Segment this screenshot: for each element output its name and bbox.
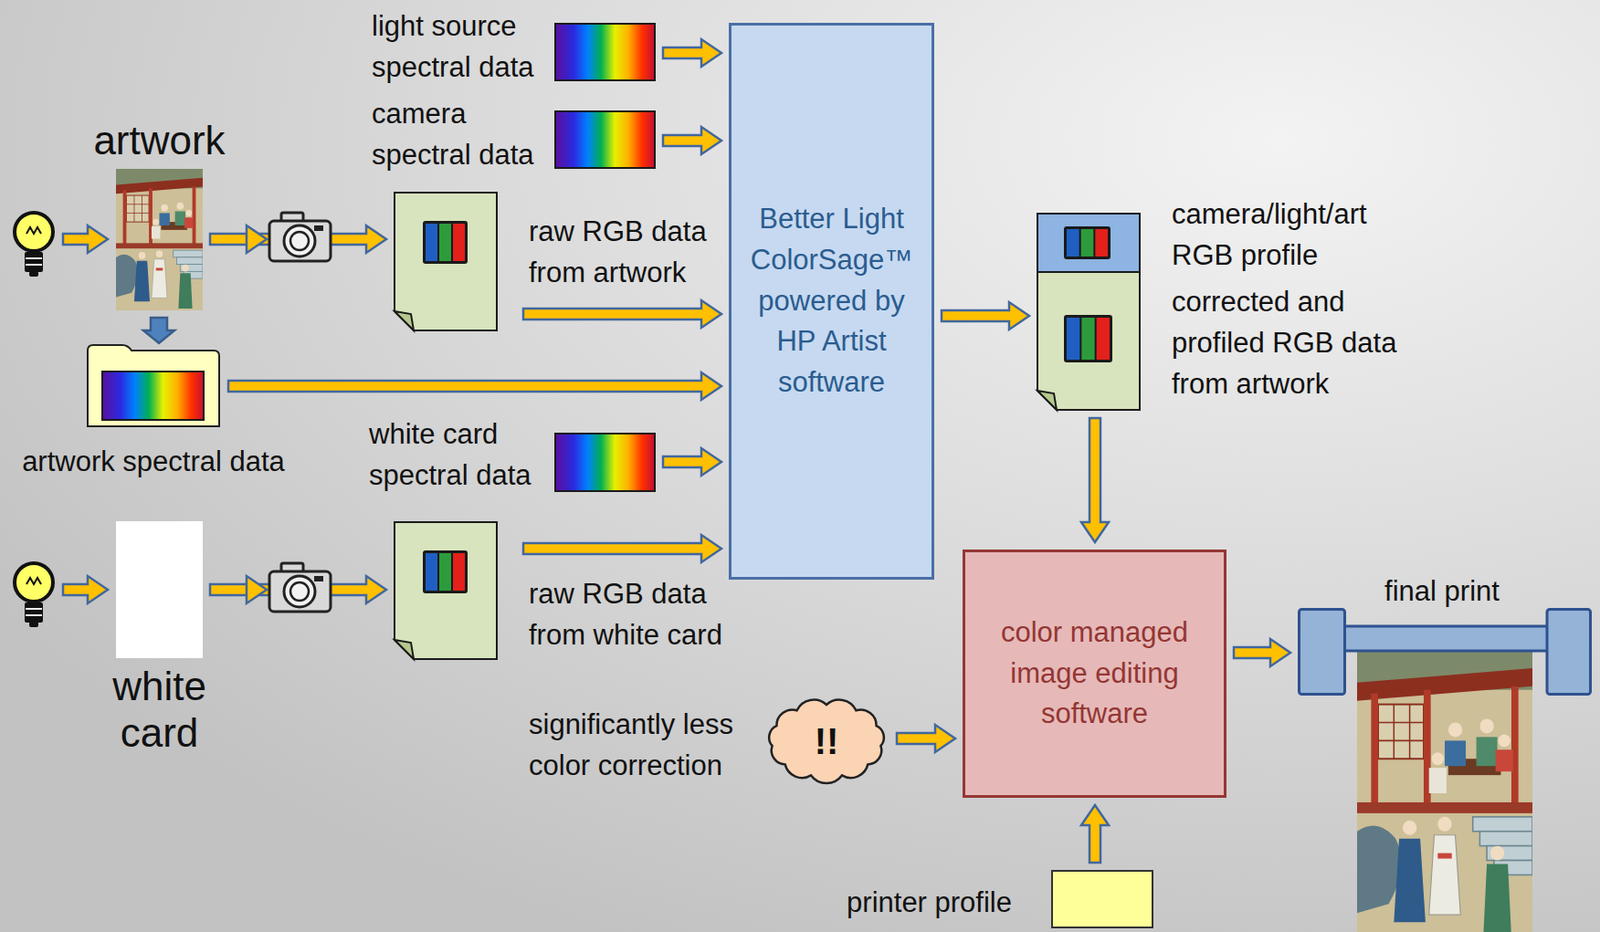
light-bulb [26,227,42,234]
node-label: artwork spectral data [2,442,305,484]
flow-arrow [1081,418,1109,543]
light-bulb [29,621,39,628]
light-bulb [26,578,42,585]
flow-arrow [941,302,1030,330]
node-label: significantly less color correction [528,705,748,788]
node-label: white card spectral data [368,414,550,497]
spectrum-strip: camera spectral data [554,110,656,169]
node-label: camera/light/art RGB profile [1171,194,1414,277]
note-cloud: significantly less color correction!! [763,696,890,786]
light-bulb [24,602,43,623]
node-label: color managed image editing software [978,612,1211,737]
light-arrow [63,576,108,604]
node-label: corrected and profiled RGB data from art… [1171,282,1414,406]
flow-arrow [228,372,722,400]
flow-arrow [1081,805,1109,864]
rgb-icon [422,221,468,264]
painting-frame: artwork [115,168,203,311]
rgb-icon [1063,315,1113,363]
node-label: printer profile [846,883,1012,925]
node-label: light source spectral data [371,6,550,89]
profile-file: camera/light/art RGB profilecorrected an… [1036,212,1141,411]
flow-arrow [523,535,722,563]
node-label: raw RGB data from white card [528,574,748,657]
node-label: !! [763,696,890,786]
light-bulb [24,252,43,273]
flow-arrow [143,317,175,344]
node-label: artwork [79,117,240,165]
camera-icon [284,225,316,257]
process-box: color managed image editing software [962,549,1227,799]
light-bulb [14,212,53,252]
camera-icon [269,212,331,262]
camera-icon [290,231,309,251]
arrow-head [246,576,267,604]
light-bulb [14,563,53,602]
light-bulb [29,271,39,277]
light-bulb [25,258,43,265]
light-bulb [25,609,43,616]
light-arrow [63,225,108,253]
camera-icon [269,571,331,612]
spectrum-strip: light source spectral data [554,22,656,82]
arrow-head [246,225,267,253]
blank-card: white card [115,521,203,659]
print-image [1357,650,1533,932]
flow-arrow [663,39,722,67]
camera-icon [269,221,331,262]
profile-box: printer profile [1051,870,1154,929]
profile-file-outline [1036,212,1141,411]
flow-arrow [523,300,722,328]
node-label: Better Light ColorSage™ powered by HP Ar… [744,199,919,405]
light-bulb [14,212,53,277]
node-label: final print [1378,571,1506,613]
node-label: camera spectral data [371,94,550,177]
data-file-outline [393,191,498,332]
data-file: raw RGB data from white card [393,521,498,661]
light-bulb [14,563,53,628]
camera-icon [284,576,316,608]
camera-icon [269,563,331,612]
flow-arrow [663,448,722,476]
camera-icon [314,576,324,582]
process-box: Better Light ColorSage™ powered by HP Ar… [728,22,935,580]
flow-arrow [1233,639,1291,667]
flow-arrow [896,725,956,753]
painting-image [115,168,203,311]
print-bar: final print [1297,608,1592,696]
rgb-icon [1063,226,1111,260]
data-file-outline [393,521,498,661]
node-label: white card [79,663,240,757]
data-folder: artwork spectral data [85,343,222,429]
spectrum-strip: white card spectral data [554,432,656,493]
data-file: raw RGB data from artwork [393,191,498,332]
camera-icon [314,225,324,232]
camera-icon [290,582,309,601]
rgb-icon [422,550,468,594]
node-label: raw RGB data from artwork [528,211,726,295]
print-bar-outline [1297,608,1592,696]
flow-arrow [663,126,722,155]
data-folder-outline [85,343,222,429]
